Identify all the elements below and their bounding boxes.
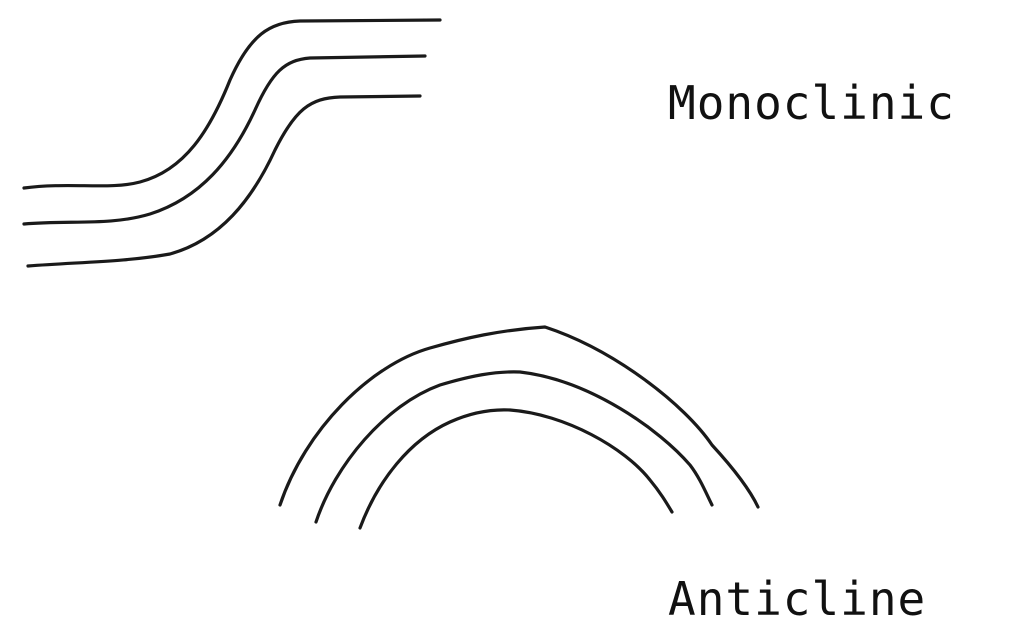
monoclinic-layer-bottom xyxy=(28,96,420,266)
anticline-layer-middle xyxy=(316,372,712,522)
monoclinic-label: Monoclinic xyxy=(668,80,955,126)
monoclinic-layer-middle xyxy=(24,56,425,224)
anticline-layer-inner xyxy=(360,410,672,528)
monoclinic-layer-top xyxy=(24,20,440,188)
anticline-label: Anticline xyxy=(668,576,926,620)
anticline-layer-outer xyxy=(280,327,758,507)
anticline-fold xyxy=(280,327,758,528)
monoclinic-fold xyxy=(24,20,440,266)
